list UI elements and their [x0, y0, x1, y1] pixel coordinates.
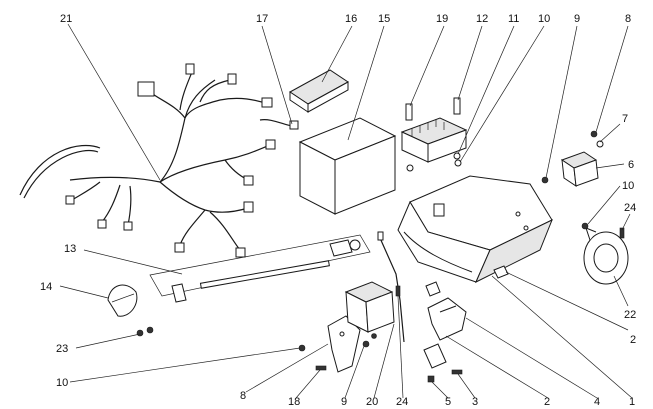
part-19-regulator — [400, 117, 468, 163]
part-14-switch — [107, 284, 138, 317]
part-9-nut — [541, 176, 549, 184]
part-4-lower-bracket — [427, 297, 467, 341]
part-10-screw — [581, 222, 589, 230]
callout-24-right: 24 — [624, 202, 636, 214]
callout-2-right: 2 — [630, 334, 636, 346]
callout-9-top: 9 — [574, 13, 580, 25]
callout-10-right: 10 — [622, 180, 634, 192]
callout-18: 18 — [288, 396, 300, 408]
part-5-plate — [423, 343, 447, 369]
callout-20: 20 — [366, 396, 378, 408]
callout-10-left: 10 — [56, 377, 68, 389]
part-17-connector — [259, 119, 299, 130]
leader-lines — [59, 23, 633, 399]
wiring-harness — [19, 63, 276, 258]
callout-8-bottom: 8 — [240, 390, 246, 402]
part-7-washer — [596, 140, 604, 148]
callout-3: 3 — [472, 396, 478, 408]
callout-17: 17 — [256, 13, 268, 25]
part-small-clip — [425, 281, 441, 297]
part-20-end — [377, 231, 384, 241]
callout-19: 19 — [436, 13, 448, 25]
part-23-screw-b — [146, 326, 154, 334]
part-23-screw-a — [136, 329, 144, 337]
callout-22: 22 — [624, 309, 636, 321]
callout-24-bottom: 24 — [396, 396, 408, 408]
part-5-nut — [427, 375, 435, 383]
part-24-bolt — [619, 227, 625, 239]
callout-14: 14 — [40, 281, 52, 293]
part-19-bolt — [405, 103, 413, 121]
part-9-block — [344, 281, 395, 333]
part-washer — [406, 164, 414, 172]
callout-7: 7 — [622, 113, 628, 125]
part-3-bolt — [451, 369, 463, 375]
part-24-lower-bolt — [395, 285, 401, 297]
callout-13: 13 — [64, 243, 76, 255]
part-6-relay — [560, 151, 599, 188]
callout-11: 11 — [508, 13, 519, 25]
part-11-washer — [453, 152, 461, 160]
callout-16: 16 — [345, 13, 357, 25]
callout-9-bottom: 9 — [341, 396, 347, 408]
part-10-nut — [454, 159, 462, 167]
callout-10-top: 10 — [538, 13, 550, 25]
callout-5: 5 — [445, 396, 451, 408]
part-18-bolt — [315, 365, 327, 371]
callout-2-bottom: 2 — [544, 396, 550, 408]
part-12-bolt — [453, 97, 461, 115]
part-22-horn — [583, 227, 629, 285]
callout-21: 21 — [60, 13, 72, 25]
part-2-clip — [493, 265, 509, 279]
callout-numbers: 21 17 16 15 19 12 11 10 9 8 7 6 10 24 22… — [40, 13, 636, 408]
part-1-battery-tray — [397, 175, 553, 284]
callout-6: 6 — [628, 159, 634, 171]
callout-23: 23 — [56, 343, 68, 355]
part-16-fuse-holder — [289, 69, 349, 113]
callout-1: 1 — [629, 396, 635, 408]
callout-15: 15 — [378, 13, 390, 25]
part-8-screw — [590, 130, 598, 138]
part-18-bracket — [327, 315, 361, 373]
part-13-rod-assembly — [149, 234, 371, 303]
part-9-nut-lower — [362, 340, 370, 348]
callout-12: 12 — [476, 13, 488, 25]
part-15-battery — [298, 117, 397, 215]
callout-8-top: 8 — [625, 13, 631, 25]
callout-4: 4 — [594, 396, 600, 408]
part-8-nut-lower — [371, 333, 377, 339]
